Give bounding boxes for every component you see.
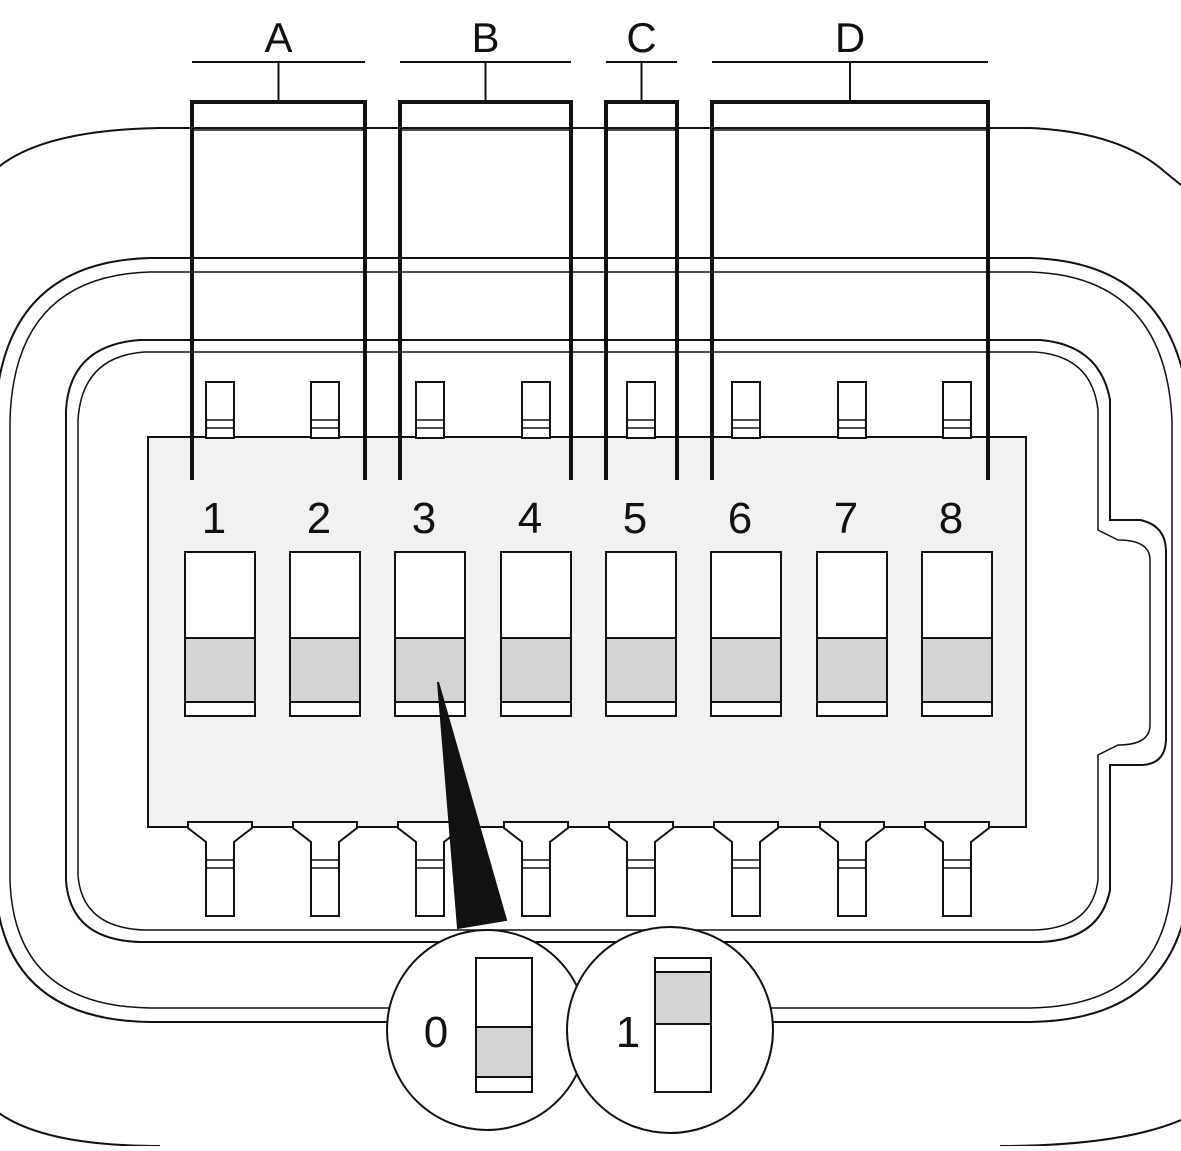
top-pin [942, 381, 972, 439]
top-pin [415, 381, 445, 439]
bottom-pin [187, 821, 253, 917]
switch-array: 1 2 3 4 5 6 7 8 [184, 494, 993, 717]
group-brackets: A B C D [190, 14, 990, 480]
legend-on-label: 1 [616, 1008, 640, 1057]
bottom-pin [819, 821, 885, 917]
bottom-pin [924, 821, 990, 917]
switch-number: 1 [202, 494, 226, 543]
group-a: A [190, 14, 367, 480]
group-label-a: A [264, 14, 292, 61]
bottom-pins [187, 821, 990, 917]
dip-switch-4[interactable]: 4 [500, 494, 572, 717]
bottom-pin [713, 821, 779, 917]
group-label-c: C [626, 14, 656, 61]
legend-on-switch [654, 957, 712, 1093]
bottom-pin [292, 821, 358, 917]
switch-actuator[interactable] [394, 637, 466, 703]
top-pin [626, 381, 656, 439]
switch-actuator[interactable] [921, 637, 993, 703]
top-pins [205, 381, 972, 439]
dip-switch-7[interactable]: 7 [816, 494, 888, 717]
switch-actuator[interactable] [289, 637, 361, 703]
dip-switch-1[interactable]: 1 [184, 494, 256, 717]
switch-number: 8 [939, 494, 963, 543]
switch-number: 7 [834, 494, 858, 543]
switch-actuator[interactable] [605, 637, 677, 703]
dip-switch-5[interactable]: 5 [605, 494, 677, 717]
group-c: C [604, 14, 679, 480]
top-pin [731, 381, 761, 439]
switch-actuator[interactable] [500, 637, 572, 703]
switch-body [147, 436, 1027, 828]
switch-number: 3 [412, 494, 436, 543]
bottom-pin [503, 821, 569, 917]
group-label-d: D [835, 14, 865, 61]
switch-actuator[interactable] [816, 637, 888, 703]
dip-switch-6[interactable]: 6 [710, 494, 782, 717]
group-b: B [398, 14, 573, 480]
switch-number: 2 [307, 494, 331, 543]
zoom-pointer [437, 681, 508, 930]
switch-number: 4 [518, 494, 542, 543]
housing-recess-outline [65, 339, 1167, 943]
legend-off-label: 0 [424, 1008, 448, 1057]
bottom-pin [608, 821, 674, 917]
top-pin [205, 381, 235, 439]
group-label-b: B [471, 14, 499, 61]
housing-recess-inner-outline [77, 351, 1151, 931]
top-pin [837, 381, 867, 439]
top-pin [310, 381, 340, 439]
legend-off-switch [475, 957, 533, 1093]
switch-number: 5 [623, 494, 647, 543]
switch-actuator[interactable] [184, 637, 256, 703]
dip-switch-2[interactable]: 2 [289, 494, 361, 717]
dip-switch-8[interactable]: 8 [921, 494, 993, 717]
switch-number: 6 [728, 494, 752, 543]
top-pin [521, 381, 551, 439]
dip-switch-3[interactable]: 3 [394, 494, 466, 717]
group-d: D [710, 14, 990, 480]
switch-actuator[interactable] [710, 637, 782, 703]
housing-middle-inner-outline [9, 271, 1173, 1009]
housing-middle-outline [0, 257, 1181, 1023]
